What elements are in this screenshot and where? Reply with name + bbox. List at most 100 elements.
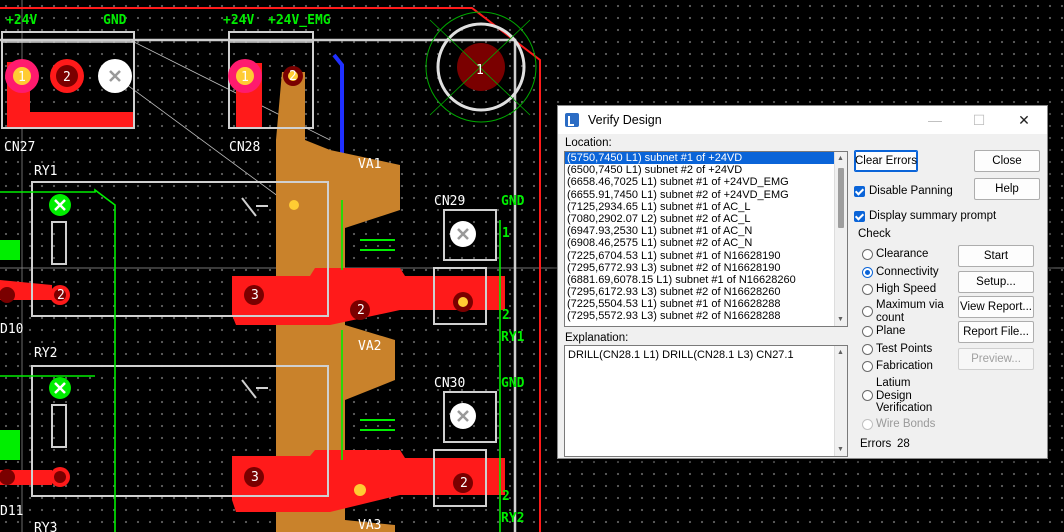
list-item[interactable]: (7225,5504.53 L1) subnet #1 of N16628288 — [567, 298, 781, 311]
list-item[interactable]: (6655.91,7450 L1) subnet #2 of +24VD_EMG — [567, 188, 789, 201]
maximize-icon[interactable]: ☐ — [972, 112, 986, 128]
svg-text:2: 2 — [57, 288, 65, 303]
ref-ry3: RY3 — [34, 521, 57, 532]
ref-cn30: CN30 — [434, 376, 465, 391]
label-24v-2: +24V — [223, 13, 254, 28]
scroll-down-icon[interactable]: ▼ — [837, 446, 844, 453]
list-item[interactable]: (7125,2934.65 L1) subnet #1 of AC_L — [567, 200, 751, 213]
ref-d11: D11 — [0, 504, 23, 519]
blue-trace — [332, 53, 344, 160]
list-item[interactable]: (7295,6172.93 L3) subnet #2 of N16628260 — [567, 286, 781, 299]
list-item[interactable]: (6947.93,2530 L1) subnet #1 of AC_N — [567, 225, 753, 238]
radio-wire-bonds — [862, 419, 873, 430]
radio-plane[interactable] — [862, 326, 873, 337]
view-report-button[interactable]: View Report... — [958, 296, 1034, 318]
radio-test-points-label: Test Points — [876, 343, 933, 355]
radio-high-speed[interactable] — [862, 284, 873, 295]
close-window-icon[interactable]: ✕ — [1018, 112, 1030, 128]
svg-text:3: 3 — [251, 288, 259, 303]
radio-max-via[interactable] — [862, 306, 873, 317]
svg-text:1: 1 — [18, 70, 26, 85]
verify-design-dialog: Verify Design — ☐ ✕ Location: (5750,7450… — [557, 105, 1048, 459]
errors-label: Errors — [860, 438, 892, 450]
scroll-thumb[interactable] — [838, 168, 844, 228]
disable-panning-checkbox[interactable] — [854, 186, 865, 197]
radio-high-speed-label: High Speed — [876, 283, 937, 295]
ref-cn28: CN28 — [229, 140, 260, 155]
explanation-text: DRILL(CN28.1 L1) DRILL(CN28.1 L3) CN27.1 — [568, 349, 794, 361]
label-24v-emg: +24V_EMG — [268, 13, 331, 28]
svg-text:2: 2 — [289, 69, 297, 84]
svg-text:2: 2 — [502, 489, 510, 504]
radio-clearance[interactable] — [862, 249, 873, 260]
ref-va1: VA1 — [358, 157, 381, 172]
list-item[interactable]: (6500,7450 L1) subnet #2 of +24VD — [567, 164, 743, 177]
ref-cn27: CN27 — [4, 140, 35, 155]
dialog-titlebar[interactable]: Verify Design — ☐ ✕ — [558, 106, 1047, 134]
svg-text:2: 2 — [63, 70, 71, 85]
dialog-title: Verify Design — [588, 113, 662, 127]
display-summary-checkbox[interactable] — [854, 211, 865, 222]
label-ry1-side: RY1 — [501, 330, 525, 345]
start-button[interactable]: Start — [958, 245, 1034, 267]
ry1-trace-right — [330, 268, 505, 325]
list-item[interactable]: (7225,6704.53 L1) subnet #1 of N16628190 — [567, 249, 781, 262]
radio-plane-label: Plane — [876, 325, 906, 337]
explanation-scrollbar[interactable]: ▲ ▼ — [834, 346, 847, 456]
location-label: Location: — [565, 137, 612, 149]
label-gnd-top: GND — [103, 13, 127, 28]
radio-max-via-label: Maximum via count — [876, 299, 944, 324]
radio-latium-label: Latium Design Verification — [876, 377, 933, 414]
ref-ry1: RY1 — [34, 164, 57, 179]
report-file-button[interactable]: Report File... — [958, 321, 1034, 343]
location-list[interactable]: (5750,7450 L1) subnet #1 of +24VD (6500,… — [564, 151, 848, 327]
radio-test-points[interactable] — [862, 344, 873, 355]
scroll-up-icon[interactable]: ▲ — [837, 349, 844, 356]
list-item[interactable]: (6881.69,6078.15 L1) subnet #1 of N16628… — [567, 273, 796, 286]
svg-text:3: 3 — [251, 470, 259, 485]
radio-latium[interactable] — [862, 390, 873, 401]
label-gnd-cn29: GND — [501, 194, 525, 209]
list-item[interactable]: (6908.46,2575 L1) subnet #2 of AC_N — [567, 237, 753, 250]
label-ry2-side: RY2 — [501, 511, 524, 526]
clear-errors-button[interactable]: Clear Errors — [854, 150, 918, 172]
radio-fabrication[interactable] — [862, 361, 873, 372]
scroll-up-icon[interactable]: ▲ — [837, 155, 844, 162]
label-gnd-cn30: GND — [501, 376, 525, 391]
display-summary-label: Display summary prompt — [869, 210, 997, 222]
ry2-trace-right — [330, 450, 505, 512]
ry1-trace-left — [232, 268, 330, 325]
radio-wire-bonds-label: Wire Bonds — [876, 418, 936, 430]
setup-button[interactable]: Setup... — [958, 271, 1034, 293]
radio-clearance-label: Clearance — [876, 248, 929, 260]
explanation-label: Explanation: — [565, 332, 629, 344]
ref-va3: VA3 — [358, 518, 381, 532]
list-item[interactable]: (7295,6772.93 L3) subnet #2 of N16628190 — [567, 261, 781, 274]
location-scrollbar[interactable]: ▲ ▼ — [834, 152, 847, 326]
minimize-icon[interactable]: — — [928, 112, 942, 128]
svg-text:1: 1 — [502, 226, 510, 241]
ref-va2: VA2 — [358, 339, 381, 354]
svg-text:2: 2 — [357, 303, 365, 318]
app-icon — [565, 113, 579, 127]
board-outline — [0, 7, 541, 532]
list-item[interactable]: (7080,2902.07 L2) subnet #2 of AC_L — [567, 212, 751, 225]
svg-text:2: 2 — [502, 308, 510, 323]
close-button[interactable]: Close — [974, 150, 1040, 172]
ref-ry2: RY2 — [34, 346, 57, 361]
list-item[interactable]: (7295,5572.93 L3) subnet #2 of N16628288 — [567, 310, 781, 323]
explanation-box[interactable]: DRILL(CN28.1 L1) DRILL(CN28.1 L3) CN27.1… — [564, 345, 848, 457]
list-item[interactable]: (5750,7450 L1) subnet #1 of +24VD — [565, 152, 847, 165]
ref-d10: D10 — [0, 322, 23, 337]
svg-text:2: 2 — [460, 476, 468, 491]
errors-count: 28 — [897, 438, 910, 450]
disable-panning-label: Disable Panning — [869, 185, 953, 197]
ref-cn29: CN29 — [434, 194, 465, 209]
radio-connectivity-label: Connectivity — [876, 266, 939, 278]
help-button[interactable]: Help — [974, 178, 1040, 200]
list-item[interactable]: (6658.46,7025 L1) subnet #1 of +24VD_EMG — [567, 176, 789, 189]
label-24v-1: +24V — [6, 13, 37, 28]
scroll-down-icon[interactable]: ▼ — [837, 316, 844, 323]
radio-connectivity[interactable] — [862, 267, 873, 278]
